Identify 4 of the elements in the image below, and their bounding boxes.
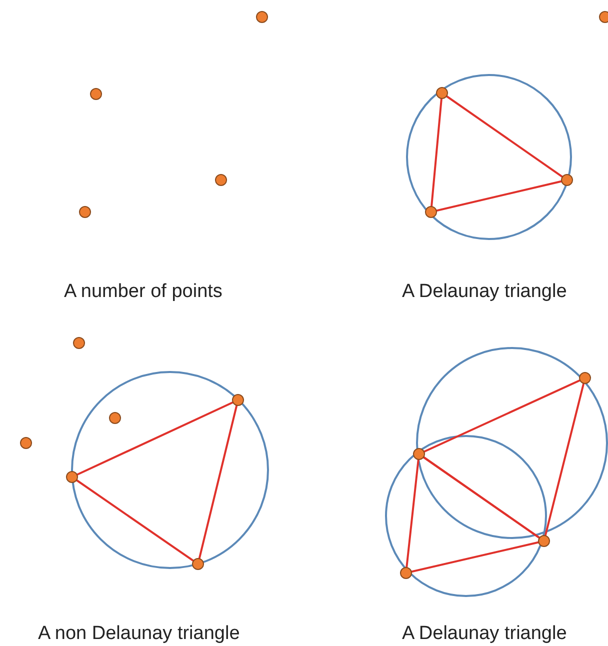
caption-text: A Delaunay triangle (402, 281, 567, 303)
caption-text: A Delaunay triangle (402, 623, 567, 645)
caption-text: A non Delaunay triangle (38, 623, 240, 645)
caption-text: A number of points (64, 281, 222, 303)
